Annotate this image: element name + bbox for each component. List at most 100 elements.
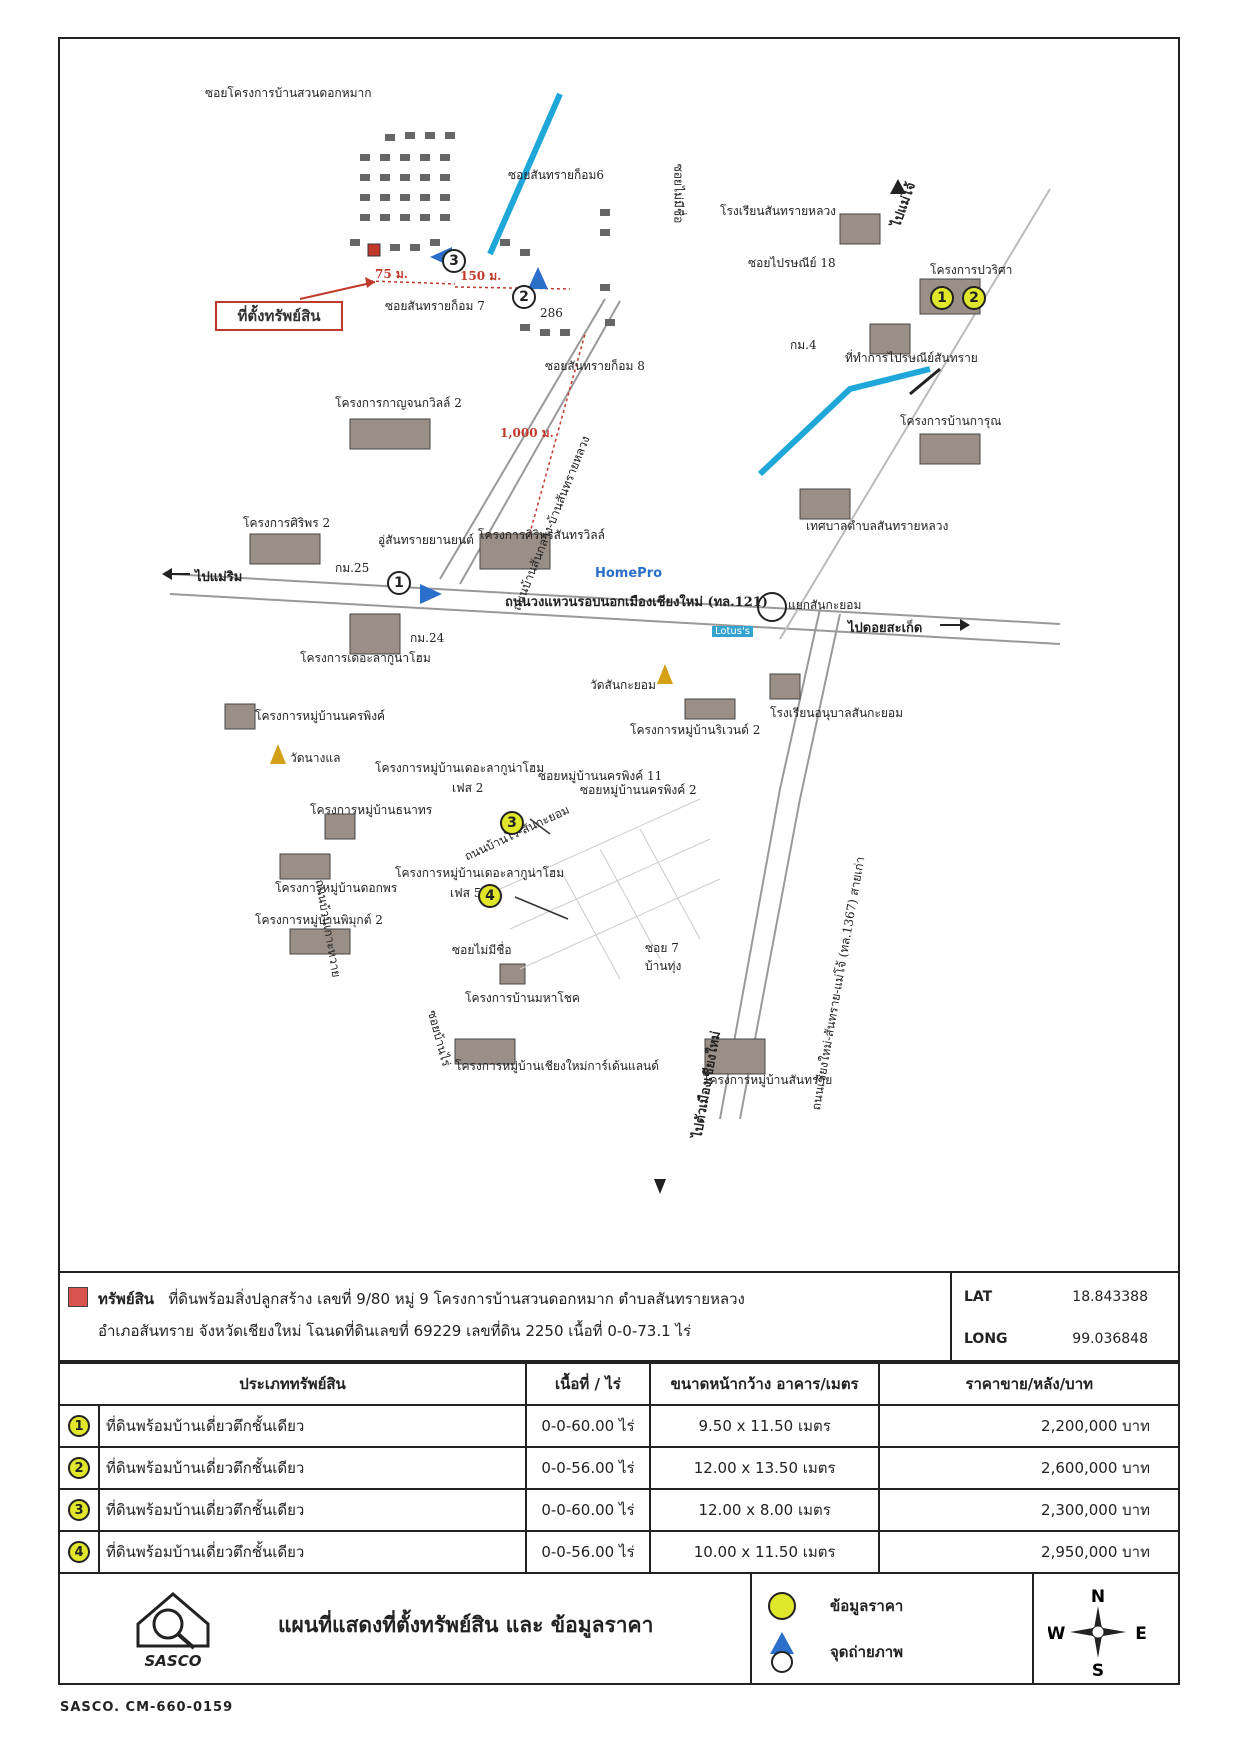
row-type: ที่ดินพร้อมบ้านเดี่ยวตึกชั้นเดียว [97,1488,528,1532]
row-size: 12.00 x 13.50 เมตร [648,1446,881,1490]
label-laguna: โครงการเดอะลากูนาโฮม [300,651,431,665]
label-laguna-p2: โครงการหมู่บ้านเดอะลากูน่าโฮม [375,761,545,775]
label-km24: กม.24 [410,631,445,645]
label-soi-nameless: ซอยไม่มีชื่อ [671,163,686,224]
label-thanathorn: โครงการหมู่บ้านธนาทร [310,803,433,817]
price-point-4[interactable]: 4 [478,884,502,908]
label-soi-project: ซอยโครงการบ้านสวนดอกหมาก [205,86,372,100]
header-area: เนื้อที่ / ไร่ [525,1362,651,1406]
label-to-doisaket: ไปดอยสะเก็ด [848,621,923,636]
row-price: 2,300,000 บาท [878,1488,1180,1532]
label-school-santsai: โรงเรียนสันทรายหลวง [720,204,837,218]
label-school-anuban: โรงเรียนอนุบาลสันกะยอม [770,706,904,720]
label-garage: อู่สันทรายยานยนต์ [378,533,474,547]
lat-label: LAT [964,1289,993,1305]
price-point-2[interactable]: 2 [962,286,986,310]
property-info-row: ทรัพย์สิน ที่ดินพร้อมสิ่งปลูกสร้าง เลขที… [58,1271,1180,1362]
row-area: 0-0-56.00 ไร่ [525,1446,651,1490]
map-title-block: SASCO แผนที่แสดงที่ตั้งทรัพย์สิน และ ข้อ… [58,1572,1180,1685]
label-garden: โครงการหมู่บ้านเชียงใหม่การ์เด้นแลนด์ [455,1059,660,1073]
label-wat-nongjae: วัดนางแล [290,751,341,765]
row-type: ที่ดินพร้อมบ้านเดี่ยวตึกชั้นเดียว [97,1530,528,1574]
header-size: ขนาดหน้ากว้าง อาคาร/เมตร [648,1362,881,1406]
row-price: 2,600,000 บาท [878,1446,1180,1490]
property-address: ทรัพย์สิน ที่ดินพร้อมสิ่งปลูกสร้าง เลขที… [98,1283,745,1347]
photo-point-icon [770,1632,794,1673]
property-label: ทรัพย์สิน [98,1290,155,1308]
row-number-badge: 4 [67,1541,90,1563]
label-soi-np2: ซอยหมู่บ้านนครพิงค์ 2 [580,783,697,797]
logo-text: SASCO [145,1652,202,1670]
property-line-1: ที่ดินพร้อมสิ่งปลูกสร้าง เลขที่ 9/80 หมู… [168,1290,745,1308]
label-wat-sankayom: วัดสันกะยอม [590,678,656,692]
map-legend: ข้อมูลราคา จุดถ่ายภาพ [750,1574,1034,1685]
row-type: ที่ดินพร้อมบ้านเดี่ยวตึกชั้นเดียว [97,1404,528,1448]
label-sriphon: โครงการศิริพร 2 [243,516,331,530]
label-municipality: เทศบาลตำบลสันทรายหลวง [806,519,949,533]
row-number-badge: 2 [67,1457,90,1479]
river [487,92,563,256]
sasco-logo: SASCO [136,1592,210,1670]
label-ban-thung: บ้านทุ่ง [645,959,682,973]
label-lotus: Lotus's [712,626,753,637]
label-to-maerim: ไปแม่ริม [195,570,243,585]
label-junction: แยกสันกะยอม [788,598,862,612]
label-rivendel: โครงการหมู่บ้านริเวนด์ 2 [630,723,761,737]
label-286: 286 [540,306,563,320]
label-phase-5: เฟส 5 [450,886,482,900]
label-soi-7: ซอยสันทรายก็อม 7 [385,299,485,313]
document-code: SASCO. CM-660-0159 [60,1700,234,1715]
price-point-3[interactable]: 3 [500,811,524,835]
label-soi-7b: ซอย 7 [645,941,679,955]
photo-point-3[interactable]: 3 [442,249,466,273]
label-soi-8: ซอยสันทรายก็อม 8 [545,359,645,373]
price-point-1[interactable]: 1 [930,286,954,310]
label-soi-nameless-2: ซอยไม่มีชื่อ [452,943,512,957]
table-row: 3 ที่ดินพร้อมบ้านเดี่ยวตึกชั้นเดียว 0-0-… [58,1488,1180,1532]
label-phase-2: เฟส 2 [452,781,484,795]
photo-point-1[interactable]: 1 [387,571,411,595]
label-dokphon: โครงการหมู่บ้านดอกพร [275,881,398,895]
svg-text:W: W [1048,1624,1066,1644]
svg-text:N: N [1091,1587,1105,1607]
label-kanjanavilla: โครงการกาญจนกวิลล์ 2 [335,396,462,410]
price-point-icon [768,1592,796,1620]
label-karun: โครงการบ้านการุณ [900,414,1002,428]
label-mahachok: โครงการบ้านมหาโชค [465,991,580,1005]
row-number-badge: 3 [67,1499,90,1521]
label-phimuk: โครงการหมู่บ้านพิมุกต์ 2 [255,913,383,927]
lat-value: 18.843388 [1072,1289,1148,1305]
dist-75: 75 ม. [375,267,408,281]
label-soi-6: ซอยสันทรายก็อม6 [508,168,605,182]
row-area: 0-0-60.00 ไร่ [525,1404,651,1448]
price-table: ประเภททรัพย์สิน เนื้อที่ / ไร่ ขนาดหน้าก… [57,1362,1180,1574]
label-nakorn-ping: โครงการหมู่บ้านนครพิงค์ [255,709,386,723]
row-number-badge: 1 [67,1415,90,1437]
svg-text:E: E [1135,1624,1147,1644]
photo-point-2[interactable]: 2 [512,285,536,309]
subject-location-label: ที่ตั้งทรัพย์สิน [215,301,343,331]
label-ring-road: ถนนวงแหวนรอบนอกเมืองเชียงใหม่ (ทล.121) [505,595,768,610]
header-price: ราคาขาย/หลัง/บาท [878,1362,1180,1406]
svg-text:S: S [1092,1661,1104,1679]
label-homepro: HomePro [595,566,663,581]
row-size: 12.00 x 8.00 เมตร [648,1488,881,1532]
legend-price: ข้อมูลราคา [830,1597,904,1615]
dist-1000: 1,000 ม. [500,426,554,440]
property-line-2: อำเภอสันทราย จังหวัดเชียงใหม่ โฉนดที่ดิน… [98,1322,691,1340]
row-type: ที่ดินพร้อมบ้านเดี่ยวตึกชั้นเดียว [97,1446,528,1490]
location-map: ที่ตั้งทรัพย์สิน ซอยโครงการบ้านสวนดอกหมา… [60,39,1178,1271]
map-canvas [162,92,1061,1194]
label-soi-np11: ซอยหมู่บ้านนครพิงค์ 11 [538,769,663,783]
long-label: LONG [964,1331,1008,1347]
dist-150: 150 ม. [460,269,502,283]
label-parisha: โครงการปวริศา [930,263,1013,277]
legend-photo: จุดถ่ายภาพ [830,1643,904,1661]
label-post-office: ที่ทำการไปรษณีย์สันทราย [845,351,978,365]
table-row: 1 ที่ดินพร้อมบ้านเดี่ยวตึกชั้นเดียว 0-0-… [58,1404,1180,1448]
row-size: 9.50 x 11.50 เมตร [648,1404,881,1448]
label-soi-post-18: ซอยไปรษณีย์ 18 [748,256,836,270]
header-type: ประเภททรัพย์สิน [57,1362,528,1406]
map-title: แผนที่แสดงที่ตั้งทรัพย์สิน และ ข้อมูลราค… [278,1613,654,1637]
label-siripornvill: โครงการศิริพรสันทรวิลล์ [478,528,605,542]
